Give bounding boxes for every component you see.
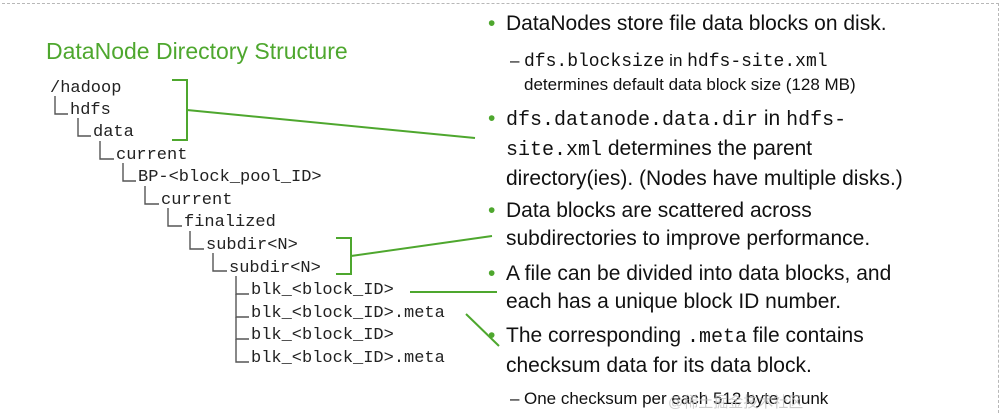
tree-node-finalized: finalized — [184, 213, 276, 232]
green-connectors — [172, 79, 500, 347]
tree-node-hadoop: /hadoop — [50, 79, 122, 98]
tree-elbow-subdir-2 — [212, 253, 227, 272]
connector-to-subdirs — [350, 235, 493, 257]
tree-elbow-data — [77, 118, 91, 137]
slide-border — [2, 3, 999, 413]
tree-elbow-blk-meta-1 — [235, 294, 249, 318]
tree-node-block-pool: BP-<block_pool_ID> — [138, 168, 322, 187]
tree-elbow-blk-1 — [235, 276, 249, 295]
tree-elbow-subdir-1 — [189, 231, 204, 250]
tree-node-blk-2: blk_<block_ID> — [251, 326, 394, 345]
brace-subdirs — [336, 237, 352, 275]
watermark: @稀土掘金技术社区 — [668, 394, 804, 411]
tree-node-blk-1: blk_<block_ID> — [251, 281, 394, 300]
tree-elbow-block-pool — [122, 163, 136, 182]
sub-bullet-blocksize-line2: determines default data block size (128 … — [524, 75, 856, 94]
bullet-dot: • — [488, 12, 496, 35]
tree-node-data: data — [93, 123, 134, 142]
tree-elbow-blk-meta-2 — [235, 339, 249, 363]
connector-to-data-dir — [186, 109, 476, 139]
code-data-dir: dfs.datanode.data.dir — [506, 109, 759, 132]
tree-node-subdir-1: subdir<N> — [206, 236, 298, 255]
code-hdfs-site: hdfs-site.xml — [687, 52, 828, 72]
tree-elbow-blk-2 — [235, 317, 249, 340]
tree-elbow-finalized — [167, 208, 182, 227]
bullet-dot: • — [488, 324, 496, 347]
tree-elbows — [54, 96, 249, 363]
diagram-title: DataNode Directory Structure — [46, 38, 348, 64]
brace-hadoop-data — [172, 79, 188, 141]
code-meta: .meta — [686, 326, 747, 349]
tree-elbow-current — [99, 141, 114, 160]
tree-node-hdfs: hdfs — [70, 101, 111, 120]
bullet-dot: • — [488, 262, 496, 285]
tree-node-blk-meta-2: blk_<block_ID>.meta — [251, 349, 445, 368]
tree-elbow-current-2 — [144, 186, 159, 205]
tree-node-blk-meta-1: blk_<block_ID>.meta — [251, 304, 445, 323]
tree-node-current-2: current — [161, 191, 233, 210]
tree-node-current: current — [116, 146, 188, 165]
bullet-text: DataNodes store file data blocks on disk… — [506, 12, 887, 35]
bullet-dot: • — [488, 107, 496, 130]
code-dfs-blocksize: dfs.blocksize — [524, 52, 665, 72]
tree-node-subdir-2: subdir<N> — [229, 259, 321, 278]
tree-elbow-hdfs — [54, 96, 68, 115]
bullet-dot: • — [488, 199, 496, 222]
connector-to-meta — [465, 313, 500, 347]
